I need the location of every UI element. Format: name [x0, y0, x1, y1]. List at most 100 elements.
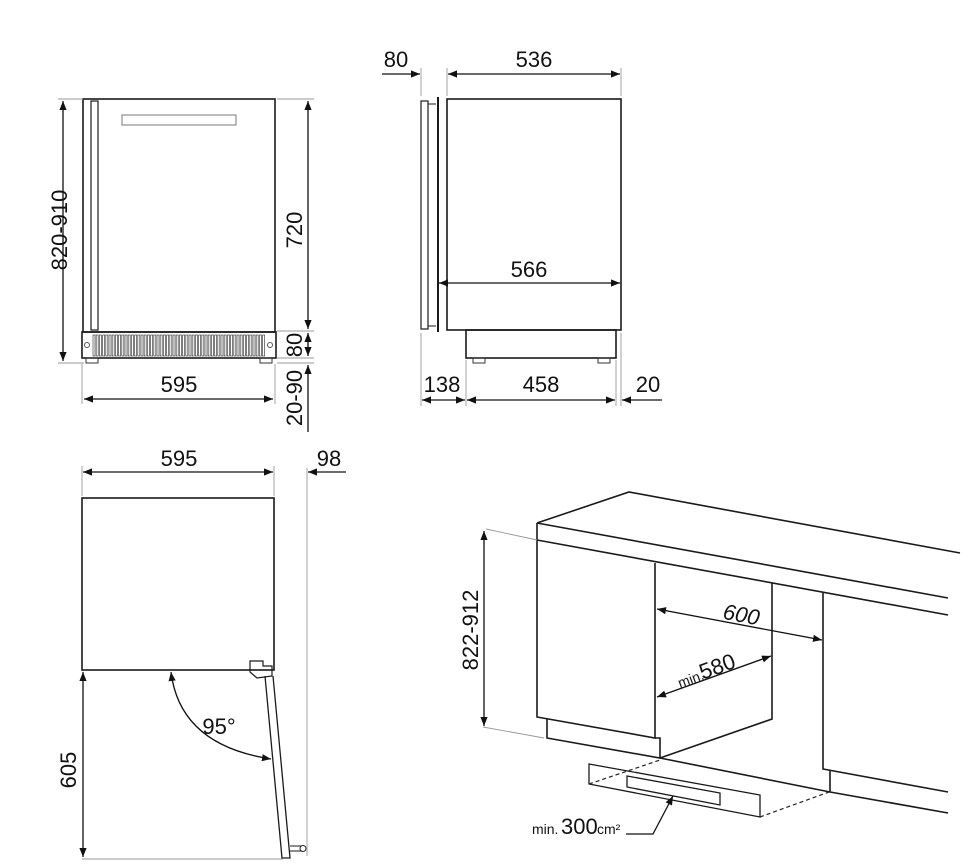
- countertop-front: [536, 522, 949, 616]
- grille-slat: [92, 334, 96, 357]
- vent-area-label: 300: [561, 814, 598, 839]
- grille-slat: [179, 334, 182, 357]
- grille-slat: [175, 334, 179, 357]
- grille-slat: [156, 334, 160, 357]
- front-width-label: 595: [161, 372, 198, 397]
- screw-icon: [84, 342, 90, 348]
- grille-slat: [131, 334, 134, 357]
- grille-slat: [147, 334, 150, 357]
- grille-slat: [153, 334, 157, 357]
- grille-slat: [163, 334, 166, 357]
- plinth-depth-label: 458: [523, 372, 560, 397]
- grille-slat: [191, 334, 195, 357]
- grille-slat: [137, 334, 141, 357]
- grille-slat: [172, 334, 176, 357]
- plinth-height-label: 80: [282, 333, 307, 357]
- grille-slat: [211, 334, 214, 357]
- grille-slat: [115, 334, 118, 357]
- grille-slat: [195, 334, 198, 357]
- plinth-front-offset-label: 138: [424, 372, 461, 397]
- grille-slat: [118, 334, 121, 357]
- grille-slat: [243, 334, 246, 357]
- appliance-top: [81, 497, 275, 671]
- screw-icon: [267, 342, 273, 348]
- control-panel: [121, 114, 237, 126]
- door-swing-depth-label: 605: [56, 752, 81, 789]
- door-depth-label: 80: [384, 47, 408, 72]
- grille-slat: [227, 334, 230, 357]
- left-cabinet: [536, 523, 656, 739]
- side-view: 80 536 566 138 458 20: [382, 47, 662, 406]
- grille-slat: [99, 334, 102, 357]
- plinth-side: [465, 329, 617, 359]
- grille-slat: [252, 334, 256, 357]
- door-handle: [90, 100, 99, 331]
- grille-slat: [143, 334, 147, 357]
- total-depth-label: 566: [511, 257, 548, 282]
- plinth-rear-offset-label: 20: [636, 372, 660, 397]
- grille-slat: [249, 334, 253, 357]
- grille-slat: [102, 334, 105, 357]
- handle-clearance-label: 98: [317, 446, 341, 471]
- grille-slat: [230, 334, 233, 357]
- grille-slat: [105, 334, 109, 357]
- niche-min-width-arrow: [656, 655, 772, 698]
- installation-view: 822-912 600 min. 580 min. 300 cm²: [458, 491, 961, 839]
- right-plinth: [829, 771, 949, 814]
- floor-line: [659, 757, 831, 793]
- niche-width-arrow: [656, 607, 823, 642]
- grille-slat: [159, 334, 163, 357]
- grille-slat: [185, 334, 189, 357]
- grille-slat: [140, 334, 144, 357]
- ventilation-opening: [626, 775, 721, 806]
- grille-slat: [150, 334, 153, 357]
- open-door: [264, 675, 291, 859]
- grille-slat: [255, 334, 259, 357]
- foot: [597, 357, 611, 364]
- grille-slat: [198, 334, 201, 357]
- vent-unit-label: cm²: [597, 821, 621, 837]
- foot: [472, 357, 486, 364]
- body-depth-label: 536: [516, 47, 553, 72]
- grille-slat: [220, 334, 224, 357]
- appliance-body-side: [446, 98, 622, 331]
- door-angle-arc: [168, 671, 272, 762]
- grille-slat: [236, 334, 240, 357]
- foot: [85, 357, 99, 364]
- vent-min-prefix: min.: [532, 821, 558, 837]
- top-width-label: 595: [161, 446, 198, 471]
- grille-slat: [262, 334, 265, 357]
- grille-slat: [207, 334, 211, 357]
- grille-slat: [127, 334, 131, 357]
- top-view: 595 98 605 95°: [56, 446, 346, 860]
- appliance-door-front: [82, 98, 276, 333]
- grille-slat: [108, 334, 112, 357]
- door-angle-label: 95°: [202, 714, 235, 739]
- front-view: 820-910 720 80 20-90 595: [47, 98, 314, 432]
- grille-slat: [259, 334, 262, 357]
- foot: [259, 357, 273, 364]
- ventilation-grille-plinth: [588, 763, 761, 818]
- door-side: [420, 100, 429, 330]
- handle-end: [299, 845, 307, 852]
- grille-slat: [124, 334, 128, 357]
- grille-slat: [134, 334, 137, 357]
- body-height-label: 720: [282, 212, 307, 249]
- vent-leader-line: [626, 795, 674, 835]
- grille-slat: [121, 334, 125, 357]
- grille-slat: [95, 334, 99, 357]
- grille-slat: [204, 334, 208, 357]
- ventilation-grille: [92, 334, 265, 357]
- grille-slat: [217, 334, 221, 357]
- left-plinth: [546, 718, 661, 759]
- niche-width-label: 600: [721, 599, 762, 630]
- grille-slat: [214, 334, 217, 357]
- countertop-top: [536, 491, 961, 554]
- grille-slat: [182, 334, 185, 357]
- right-cabinet: [822, 593, 949, 793]
- grille-slat: [239, 334, 243, 357]
- grille-slat: [169, 334, 173, 357]
- grille-slat: [111, 334, 115, 357]
- grille-slat: [201, 334, 205, 357]
- grille-slat: [166, 334, 169, 357]
